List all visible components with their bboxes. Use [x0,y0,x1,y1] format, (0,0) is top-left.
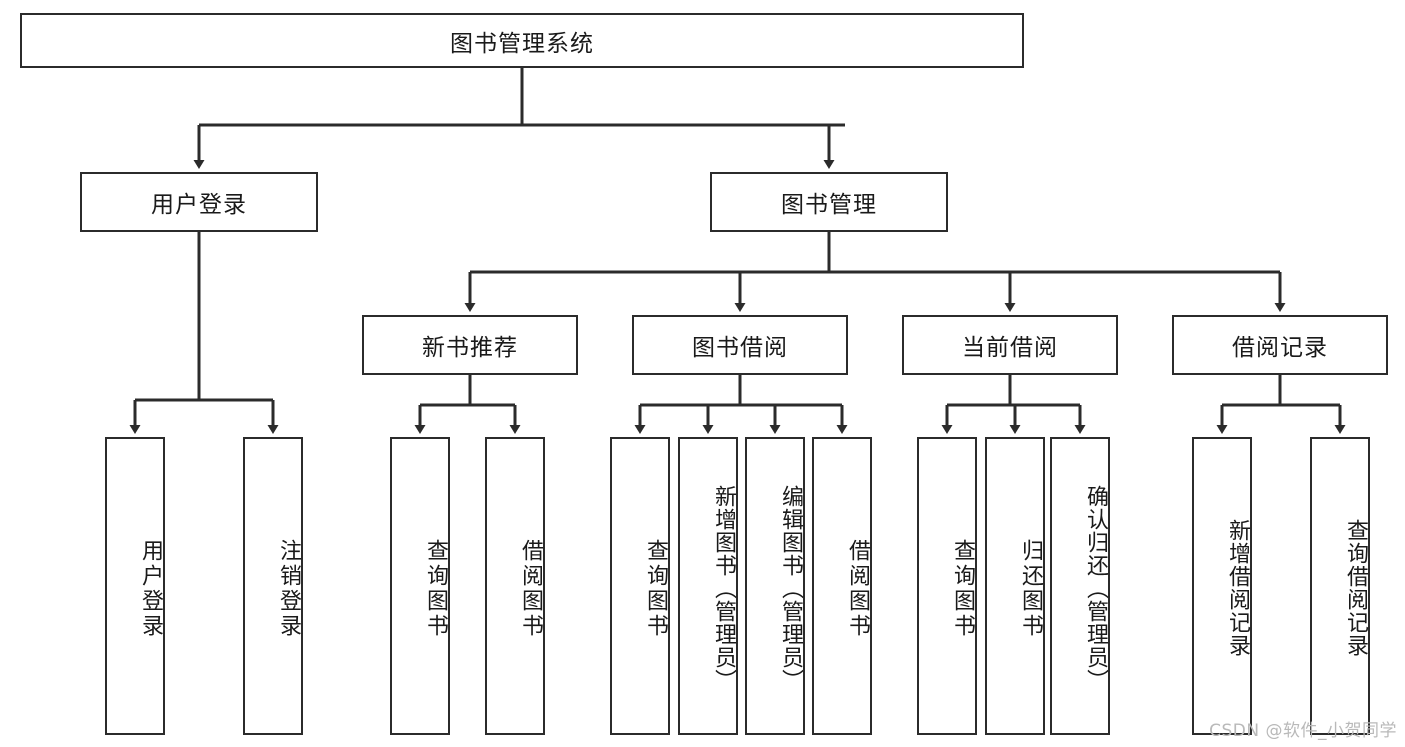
node-book-borrow[interactable]: 图书借阅 [632,315,848,375]
leaf-query-book-current-label: 查询图书 [950,539,975,639]
leaf-edit-book-admin-label: 编辑图书（管理员） [778,484,803,692]
leaf-borrow-book[interactable]: 借阅图书 [812,437,872,735]
node-root-system-label: 图书管理系统 [450,30,594,57]
leaf-user-login[interactable]: 用户登录 [105,437,165,735]
node-user-login[interactable]: 用户登录 [80,172,318,232]
leaf-query-book-borrow[interactable]: 查询图书 [610,437,670,735]
leaf-borrow-book-recommend[interactable]: 借阅图书 [485,437,545,735]
leaf-user-logout-label: 注销登录 [276,539,301,639]
node-root-system[interactable]: 图书管理系统 [20,13,1024,68]
node-borrow-record[interactable]: 借阅记录 [1172,315,1388,375]
leaf-confirm-return-admin-label: 确认归还（管理员） [1083,484,1108,692]
node-user-login-label: 用户登录 [151,192,247,218]
leaf-query-book-current[interactable]: 查询图书 [917,437,977,735]
leaf-user-login-label: 用户登录 [138,539,163,639]
node-borrow-record-label: 借阅记录 [1232,335,1328,361]
leaf-add-book-admin-label: 新增图书（管理员） [711,484,736,692]
leaf-query-borrow-record[interactable]: 查询借阅记录 [1310,437,1370,735]
node-current-borrow[interactable]: 当前借阅 [902,315,1118,375]
leaf-add-borrow-record-label: 新增借阅记录 [1225,519,1250,657]
leaf-user-logout[interactable]: 注销登录 [243,437,303,735]
node-new-book-recommend-label: 新书推荐 [422,335,518,361]
leaf-add-borrow-record[interactable]: 新增借阅记录 [1192,437,1252,735]
leaf-query-book-recommend[interactable]: 查询图书 [390,437,450,735]
leaf-query-book-recommend-label: 查询图书 [423,539,448,639]
leaf-borrow-book-recommend-label: 借阅图书 [518,539,543,639]
leaf-return-book[interactable]: 归还图书 [985,437,1045,735]
leaf-return-book-label: 归还图书 [1018,539,1043,639]
node-book-management[interactable]: 图书管理 [710,172,948,232]
leaf-edit-book-admin[interactable]: 编辑图书（管理员） [745,437,805,735]
node-new-book-recommend[interactable]: 新书推荐 [362,315,578,375]
node-book-management-label: 图书管理 [781,192,877,218]
leaf-confirm-return-admin[interactable]: 确认归还（管理员） [1050,437,1110,735]
leaf-borrow-book-label: 借阅图书 [845,539,870,639]
leaf-query-book-borrow-label: 查询图书 [643,539,668,639]
csdn-watermark: CSDN @软件_小贺同学 [1209,721,1397,741]
node-book-borrow-label: 图书借阅 [692,335,788,361]
leaf-query-borrow-record-label: 查询借阅记录 [1343,519,1368,657]
node-current-borrow-label: 当前借阅 [962,335,1058,361]
leaf-add-book-admin[interactable]: 新增图书（管理员） [678,437,738,735]
